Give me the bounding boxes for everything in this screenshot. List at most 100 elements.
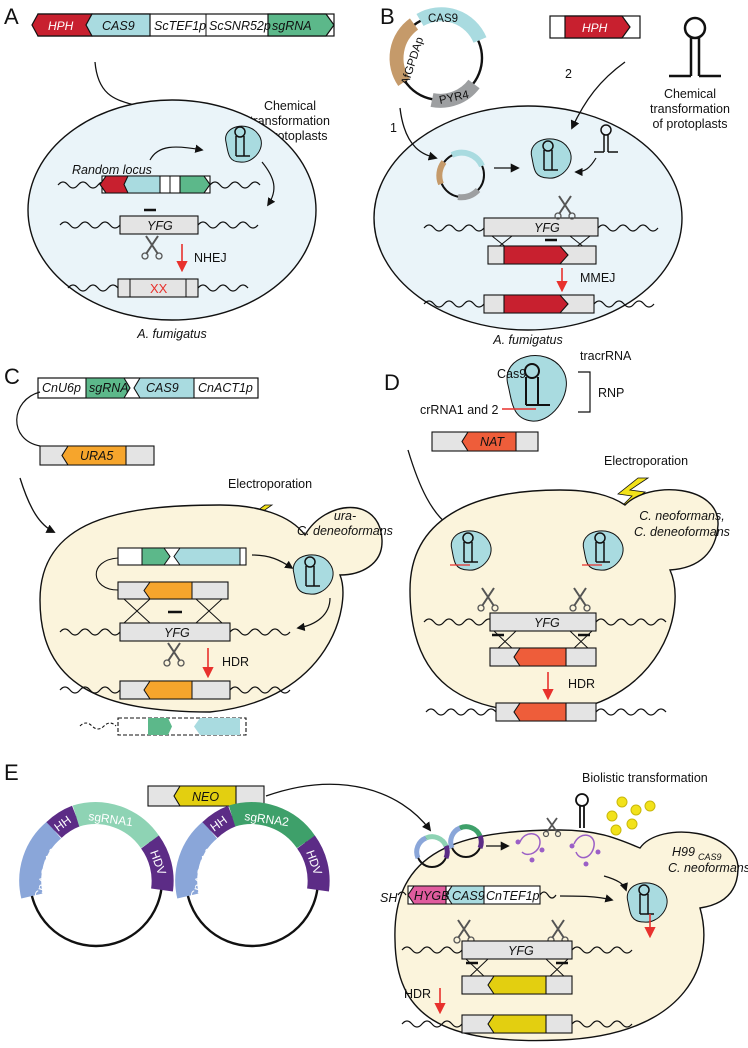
target-gene-box xyxy=(119,622,231,642)
panel-d-marker: NAT xyxy=(431,431,539,452)
targeting-arrow xyxy=(261,161,276,207)
scissors-icon xyxy=(569,587,591,612)
method-label: transformation xyxy=(250,114,330,128)
panel-b-plasmid: CAS9 AfGPDAp PYR4 xyxy=(389,7,487,108)
dna-helix xyxy=(593,300,655,308)
cassette-label: ScTEF1p xyxy=(154,19,206,33)
targeting-arrow xyxy=(296,597,331,632)
sgrna-hairpin-icon xyxy=(594,124,618,153)
cassette-label: CAS9 xyxy=(102,19,135,33)
panel-a-letter: A xyxy=(4,4,19,29)
entry-arrow xyxy=(19,477,56,533)
transfer-arrow xyxy=(265,783,432,832)
sgrna-hairpin-icon xyxy=(575,793,589,828)
hph-element xyxy=(99,175,129,194)
sgrna-hairpin-icon xyxy=(669,16,721,78)
intracellular-plasmid xyxy=(436,149,485,201)
expression-arrow xyxy=(251,554,294,569)
dna-helix xyxy=(59,628,121,636)
gene-label: YFG xyxy=(147,219,173,233)
tracrrna-label: tracrRNA xyxy=(580,349,632,363)
dna-helix xyxy=(209,181,261,189)
panel-c-marker: URA5 xyxy=(39,445,155,466)
cas9-rnp-icon xyxy=(502,355,567,422)
expression-arrow xyxy=(559,894,614,903)
lost-construct xyxy=(117,717,247,736)
strain-subscript: CAS9 xyxy=(698,852,722,862)
method-label: Biolistic transformation xyxy=(582,771,708,785)
target-gene-box xyxy=(483,217,599,237)
mutation-label: XX xyxy=(150,281,168,296)
scissors-icon xyxy=(554,195,576,220)
cas9-element xyxy=(85,13,151,37)
dna-helix xyxy=(57,181,109,189)
dna-helix xyxy=(197,221,259,229)
dna-helix xyxy=(59,221,121,229)
strain-label: ura- xyxy=(334,509,356,523)
sgrna2-plasmid: CnACT1p HH sgRNA2 HDV xyxy=(175,802,330,948)
dna-helix xyxy=(423,618,495,626)
gold-particles xyxy=(606,796,656,836)
organism-label: A. fumigatus xyxy=(136,327,206,341)
marker-label: NEO xyxy=(192,790,219,804)
strain-label: H99 xyxy=(672,845,695,859)
plasmid-label: sgRNA1 xyxy=(88,809,135,829)
strain-label: C. deneoformans xyxy=(634,525,730,539)
strain-label: C. neoformans, xyxy=(639,509,724,523)
dna-helix xyxy=(401,946,463,954)
hph-element xyxy=(31,13,93,37)
crrna-label: crRNA1 and 2 xyxy=(420,403,499,417)
construct-label: HYGB xyxy=(414,889,449,903)
repair-label: HDR xyxy=(568,677,595,691)
panel-a-cassette: HPH CAS9 ScTEF1p ScSNR52p sgRNA xyxy=(31,13,335,37)
strain-label: C. deneoformans xyxy=(297,524,393,538)
loading-arrow xyxy=(603,875,628,892)
promoter-arc xyxy=(389,18,419,86)
panel-e-letter: E xyxy=(4,760,19,785)
step-label: 1 xyxy=(390,121,397,135)
panel-b-marker: HPH xyxy=(549,15,641,39)
cassette-label: ScSNR52p xyxy=(209,19,271,33)
dna-helix xyxy=(197,284,249,292)
construct-label: CAS9 xyxy=(452,889,485,903)
gene-label: YFG xyxy=(534,221,560,235)
dna-helix xyxy=(67,284,119,292)
cas9-arc xyxy=(416,7,487,44)
dna-helix xyxy=(229,686,291,694)
dna-helix xyxy=(423,300,485,308)
repair-label: HDR xyxy=(404,987,431,1001)
intracellular-plasmids xyxy=(414,824,484,868)
dna-helix xyxy=(571,1020,633,1028)
method-label: Electroporation xyxy=(604,454,688,468)
gene-label: YFG xyxy=(508,944,534,958)
cas9-rnp-icon xyxy=(582,530,624,571)
panel-e: E NEO CnACT1p HH sgRNA1 HDV CnACT1p xyxy=(4,760,748,1042)
dna-helix xyxy=(59,686,121,694)
method-label: Chemical xyxy=(264,99,316,113)
target-gene-box xyxy=(489,612,597,632)
panel-b-letter: B xyxy=(380,4,395,29)
crossover-lines xyxy=(465,958,569,981)
processed-rna-icon xyxy=(515,833,601,867)
panel-c-construct: CnU6p sgRNA CAS9 CnACT1p xyxy=(37,377,259,399)
marker-label: HPH xyxy=(582,21,608,35)
gene-label: YFG xyxy=(164,626,190,640)
scissors-icon xyxy=(477,587,499,612)
panel-c-letter: C xyxy=(4,364,20,389)
dna-helix xyxy=(595,618,667,626)
cas9-rnp-icon xyxy=(225,125,262,163)
cassette-label: HPH xyxy=(48,19,74,33)
hph-element xyxy=(503,294,569,314)
construct-label: CnACT1p xyxy=(198,381,253,395)
sgrna-element xyxy=(267,13,335,37)
method-label: Chemical xyxy=(664,87,716,101)
crossover-lines xyxy=(123,598,223,624)
sgrna1-plasmid: CnACT1p HH sgRNA1 HDV xyxy=(19,802,174,948)
panel-e-marker: NEO xyxy=(147,785,265,807)
repair-label: HDR xyxy=(222,655,249,669)
random-locus-label: Random locus xyxy=(72,163,152,177)
cas9-rnp-icon xyxy=(530,138,572,179)
method-label: Electroporation xyxy=(228,477,312,491)
repair-label: NHEJ xyxy=(194,251,227,265)
yeast-cell xyxy=(409,489,719,713)
